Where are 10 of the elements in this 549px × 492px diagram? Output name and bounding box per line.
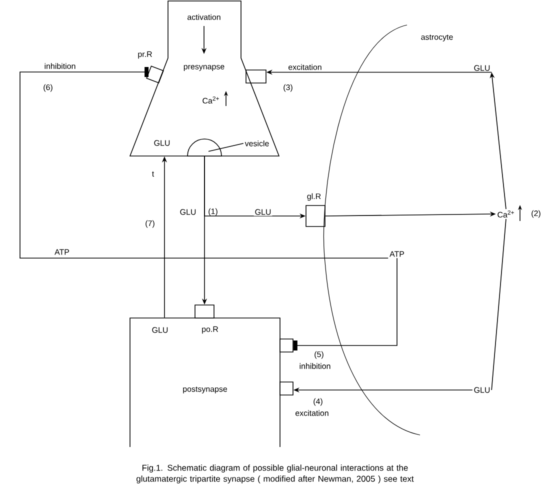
receptor-box: [280, 338, 294, 352]
vesicle: [187, 138, 222, 156]
arrow: [20, 67, 389, 259]
receptor-box: [194, 304, 214, 318]
connector-line: [491, 218, 506, 390]
receptor-box: [246, 70, 266, 84]
caption: Fig.1. Schematic diagram of possible glial-neuronal interactions at the glutamatergic tripartite synapse ( modified after Newman, 2005 ) see text: [136, 464, 414, 484]
arrow: [293, 258, 398, 350]
receptor-box: [280, 382, 294, 396]
leader-line: [208, 143, 244, 152]
